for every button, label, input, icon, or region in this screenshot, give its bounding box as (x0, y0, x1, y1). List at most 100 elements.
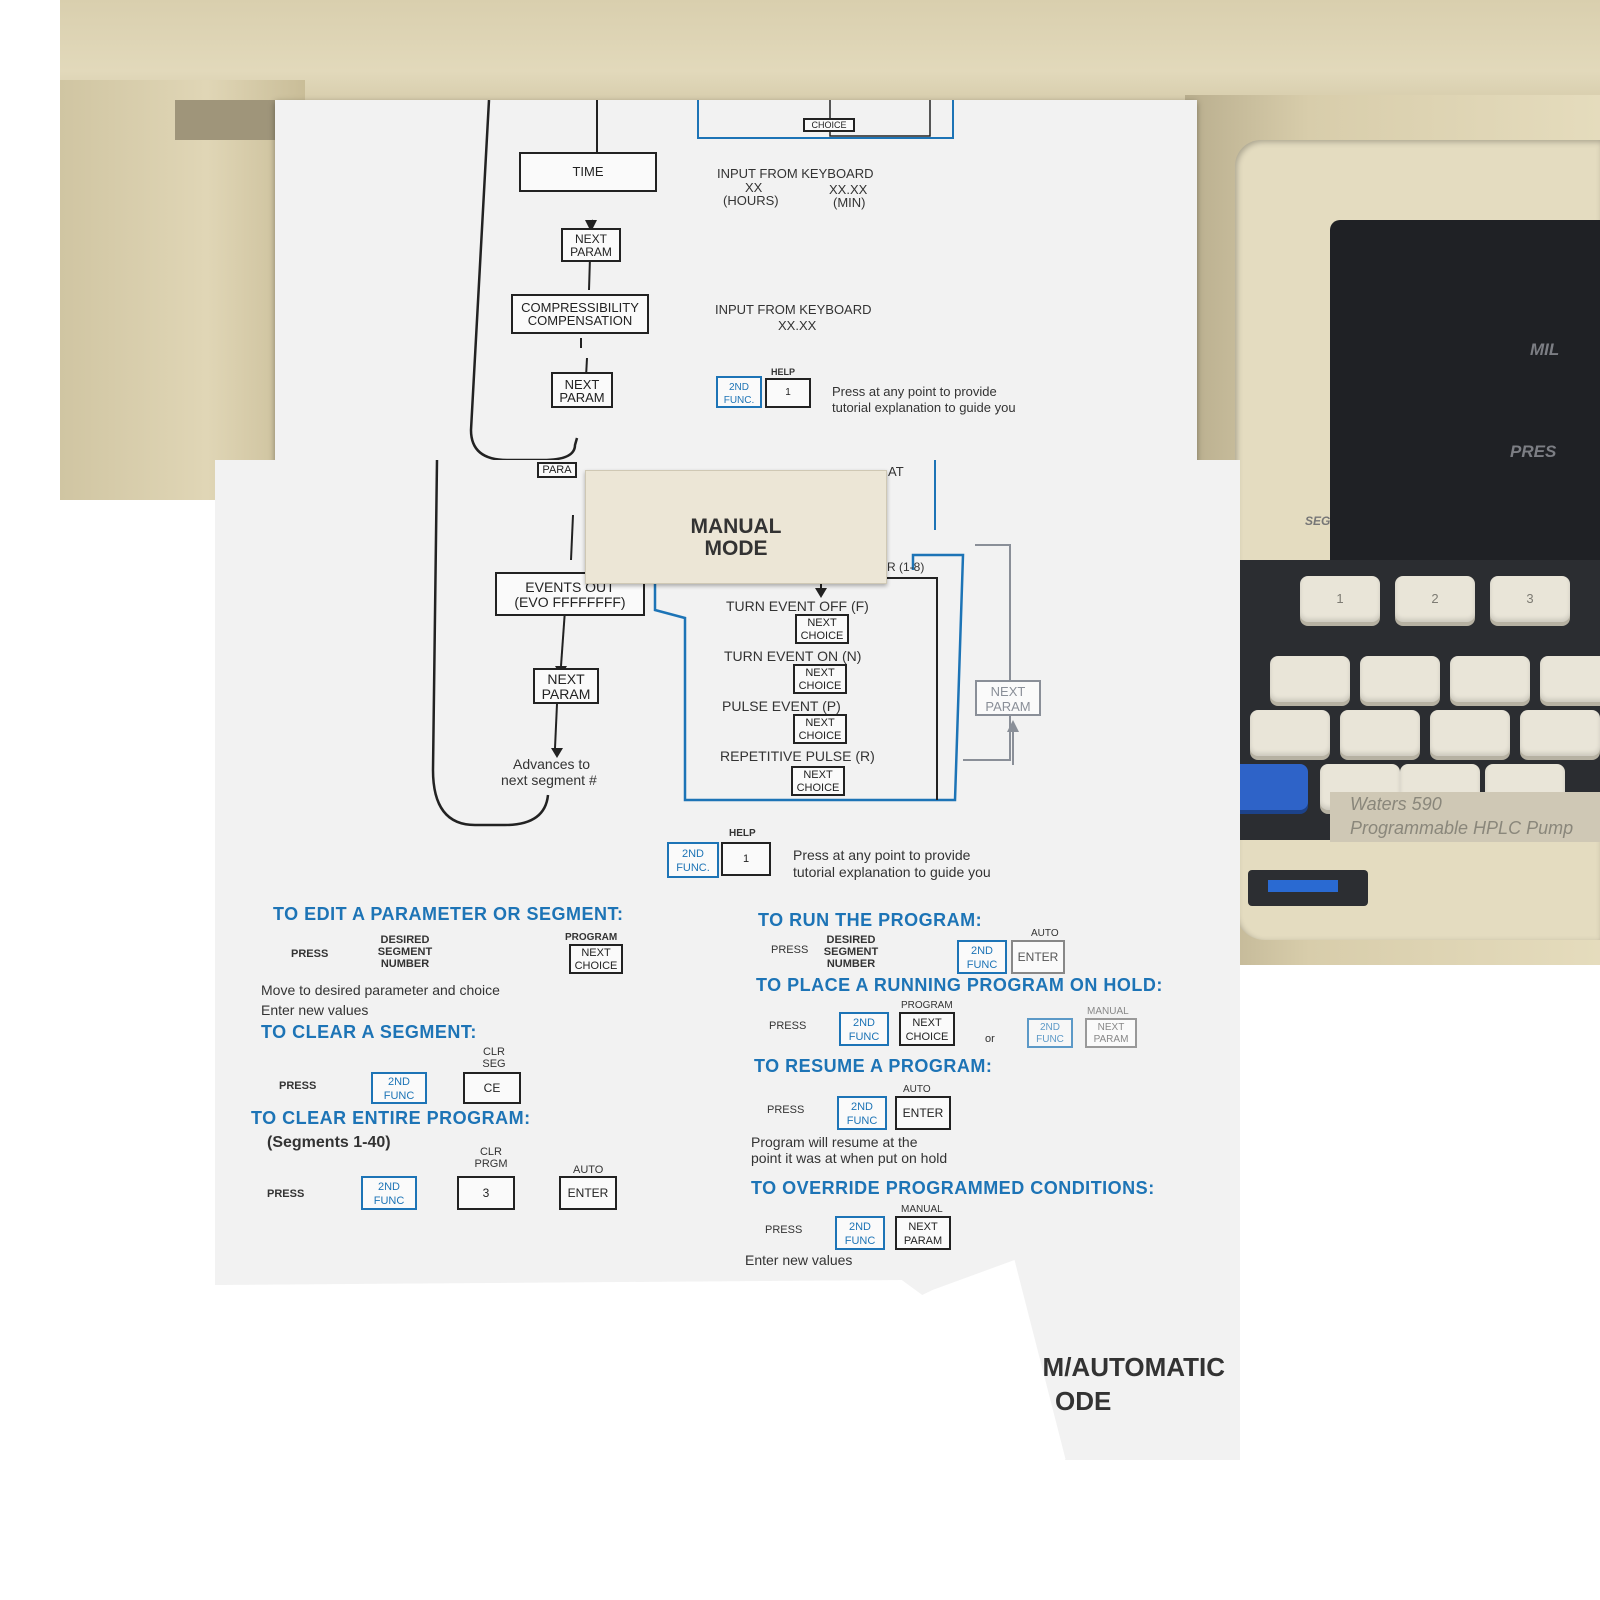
key-extra-1[interactable] (1540, 656, 1600, 702)
hold-manual-label: MANUAL (1087, 1006, 1129, 1017)
resume-heading: TO RESUME A PROGRAM: (754, 1056, 993, 1076)
hold-2nd-func-key: 2ND FUNC (839, 1012, 889, 1046)
advances-line2: next segment # (501, 772, 597, 788)
override-press: PRESS (765, 1224, 803, 1236)
key-clr-hold[interactable]: 2 (1395, 576, 1475, 622)
events-next-param-box: NEXT PARAM (533, 668, 599, 704)
hold-press: PRESS (769, 1020, 807, 1032)
help-text-line1: Press at any point to provide (832, 384, 997, 399)
key-help[interactable]: 1 (1300, 576, 1380, 622)
partial-range: R (1-8) (887, 560, 925, 574)
event-option-repetitive: REPETITIVE PULSE (R) (720, 748, 875, 764)
edit-press: PRESS (291, 948, 329, 960)
time-min-unit: (MIN) (833, 195, 866, 210)
edit-program-label: PROGRAM (565, 932, 618, 943)
usb-port-inner (1268, 880, 1338, 892)
override-heading: TO OVERRIDE PROGRAMMED CONDITIONS: (751, 1178, 1155, 1198)
key-9[interactable] (1430, 710, 1510, 756)
clear-program-clr-label: CLR PRGM (474, 1146, 508, 1170)
run-heading: TO RUN THE PROGRAM: (758, 910, 983, 930)
hold-heading: TO PLACE A RUNNING PROGRAM ON HOLD: (756, 975, 1163, 995)
help-key-2nd-func: 2ND FUNC. (716, 376, 762, 408)
edit-desired-segment: DESIRED SEGMENT NUMBER (377, 934, 433, 970)
key-8[interactable] (1340, 710, 1420, 756)
clear-segment-2nd-func-key: 2ND FUNC (371, 1072, 427, 1104)
event-option-off-key: NEXT CHOICE (795, 614, 849, 644)
display-label-mil: MIL (1530, 340, 1560, 359)
help-key-1: 1 (765, 378, 811, 408)
clear-program-2nd-func-key: 2ND FUNC (361, 1176, 417, 1210)
clear-segment-clr-label: CLR SEG (482, 1046, 506, 1070)
bottom-instruction-card[interactable]: PARA AT R (1-8) EVENTS OUT (EVO FFFFFFFF… (215, 460, 1240, 1460)
footer-line1: RAM/AUTOMATIC (1005, 1352, 1226, 1382)
time-input-title: INPUT FROM KEYBOARD (717, 166, 874, 181)
override-2nd-func-key: 2ND FUNC (835, 1216, 885, 1250)
display-label-pres: PRES (1510, 442, 1557, 461)
clear-program-heading: TO CLEAR ENTIRE PROGRAM: (251, 1108, 531, 1128)
key-clr-prgm[interactable]: 3 (1490, 576, 1570, 622)
bottom-card-flow-lines (431, 460, 1019, 827)
hold-2nd-func-key-b: 2ND FUNC (1027, 1018, 1073, 1048)
event-option-on: TURN EVENT ON (N) (724, 648, 862, 664)
hold-next-choice-key: NEXT CHOICE (899, 1012, 955, 1046)
clear-program-auto-label: AUTO (573, 1164, 604, 1176)
manual-mode-line1: MANUAL (690, 515, 782, 538)
event-option-off: TURN EVENT OFF (F) (726, 598, 869, 614)
top-card-flow-lines (469, 100, 954, 462)
hold-next-param-key: NEXT PARAM (1085, 1018, 1137, 1048)
time-min-value: XX.XX (829, 182, 868, 197)
feedback-next-param-box: NEXT PARAM (975, 680, 1041, 716)
clear-program-enter-key: ENTER (559, 1176, 617, 1210)
key-5[interactable] (1360, 656, 1440, 702)
housing-left-wall (60, 80, 305, 500)
manual-mode-tab[interactable]: MANUAL MODE (585, 470, 887, 584)
event-option-pulse: PULSE EVENT (P) (722, 698, 841, 714)
key-7[interactable] (1250, 710, 1330, 756)
advances-line1: Advances to (513, 756, 591, 772)
override-next-param-key: NEXT PARAM (895, 1216, 951, 1250)
clear-program-press: PRESS (267, 1188, 305, 1200)
manual-mode-label: MANUAL MODE (586, 516, 886, 560)
bottom-help-text-line1: Press at any point to provide (793, 847, 971, 863)
resume-2nd-func-key: 2ND FUNC (837, 1096, 887, 1130)
nameplate-brand: Waters 590 (1350, 794, 1442, 814)
clear-segment-ce-key: CE (463, 1072, 521, 1104)
partial-text-at: AT (888, 464, 904, 479)
event-option-pulse-key: NEXT CHOICE (793, 714, 847, 744)
event-option-on-key: NEXT CHOICE (793, 664, 847, 694)
footer-line2: ODE (1055, 1386, 1112, 1416)
key-6[interactable] (1450, 656, 1530, 702)
bottom-help-text-line2: tutorial explanation to guide you (793, 864, 991, 880)
nameplate: Waters 590 Programmable HPLC Pump (1330, 792, 1600, 842)
key-4[interactable] (1270, 656, 1350, 702)
comp-input-title: INPUT FROM KEYBOARD (715, 302, 872, 317)
time-hours-unit: (HOURS) (723, 193, 779, 208)
bottom-help-key-2nd-func: 2ND FUNC. (667, 842, 719, 878)
run-press: PRESS (771, 944, 809, 956)
run-auto-label: AUTO (1031, 928, 1059, 939)
comp-input-value: XX.XX (778, 318, 817, 333)
clear-segment-press: PRESS (279, 1080, 317, 1092)
partial-choice-box: CHOICE (803, 118, 855, 132)
edit-line2: Enter new values (261, 1002, 369, 1018)
key-extra-2[interactable] (1520, 710, 1600, 756)
resume-enter-key: ENTER (895, 1096, 951, 1130)
edit-line1: Move to desired parameter and choice (261, 982, 500, 998)
seg-label: SEG (1305, 514, 1331, 528)
nameplate-model: Programmable HPLC Pump (1350, 818, 1574, 838)
events-out-line2: (EVO FFFFFFFF) (514, 594, 626, 610)
hold-program-label: PROGRAM (901, 1000, 953, 1011)
flow-box-time: TIME (519, 152, 657, 192)
override-manual-label: MANUAL (901, 1204, 943, 1215)
edit-heading: TO EDIT A PARAMETER OR SEGMENT: (273, 904, 624, 924)
edit-next-choice-key: NEXT CHOICE (569, 944, 623, 974)
bottom-help-label: HELP (729, 828, 756, 839)
run-desired-segment: DESIRED SEGMENT NUMBER (823, 934, 879, 970)
resume-press: PRESS (767, 1104, 805, 1116)
flow-box-next-param-2: NEXT PARAM (551, 372, 613, 408)
clear-segment-heading: TO CLEAR A SEGMENT: (261, 1022, 477, 1042)
top-instruction-card[interactable]: CHOICE TIME NEXT PARAM COMPRESSIBILITY C… (275, 100, 1197, 470)
help-text-line2: tutorial explanation to guide you (832, 400, 1016, 415)
time-hours-value: XX (745, 180, 763, 195)
event-option-repetitive-key: NEXT CHOICE (791, 766, 845, 796)
